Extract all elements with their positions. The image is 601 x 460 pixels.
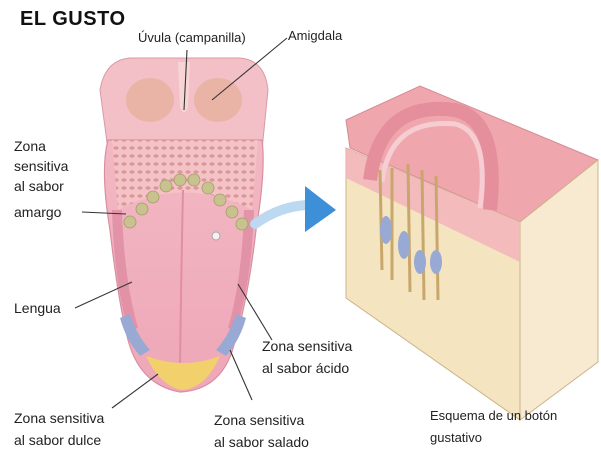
label-bitter-2: sensitiva bbox=[14, 156, 68, 176]
label-salty-2: al sabor salado bbox=[214, 432, 309, 452]
label-salty-1: Zona sensitiva bbox=[214, 410, 304, 430]
taste-bud-marker bbox=[212, 232, 220, 240]
tonsil-right bbox=[194, 78, 242, 122]
arrow-icon bbox=[255, 186, 336, 232]
label-lengua: Lengua bbox=[14, 298, 61, 318]
label-sweet-1: Zona sensitiva bbox=[14, 408, 104, 428]
label-acid-1: Zona sensitiva bbox=[262, 336, 352, 356]
label-acid-2: al sabor ácido bbox=[262, 358, 349, 378]
label-taste-bud-1: Esquema de un botón bbox=[430, 406, 557, 426]
label-bitter-4: amargo bbox=[14, 202, 61, 222]
label-bitter-3: al sabor bbox=[14, 176, 64, 196]
tonsil-left bbox=[126, 78, 174, 122]
label-sweet-2: al sabor dulce bbox=[14, 430, 101, 450]
label-taste-bud-2: gustativo bbox=[430, 428, 482, 448]
diagram-title: EL GUSTO bbox=[20, 8, 126, 31]
label-uvula: Úvula (campanilla) bbox=[138, 28, 246, 48]
taste-bud-block bbox=[346, 86, 598, 420]
label-amigdala: Amigdala bbox=[288, 26, 342, 46]
label-bitter-1: Zona bbox=[14, 136, 46, 156]
